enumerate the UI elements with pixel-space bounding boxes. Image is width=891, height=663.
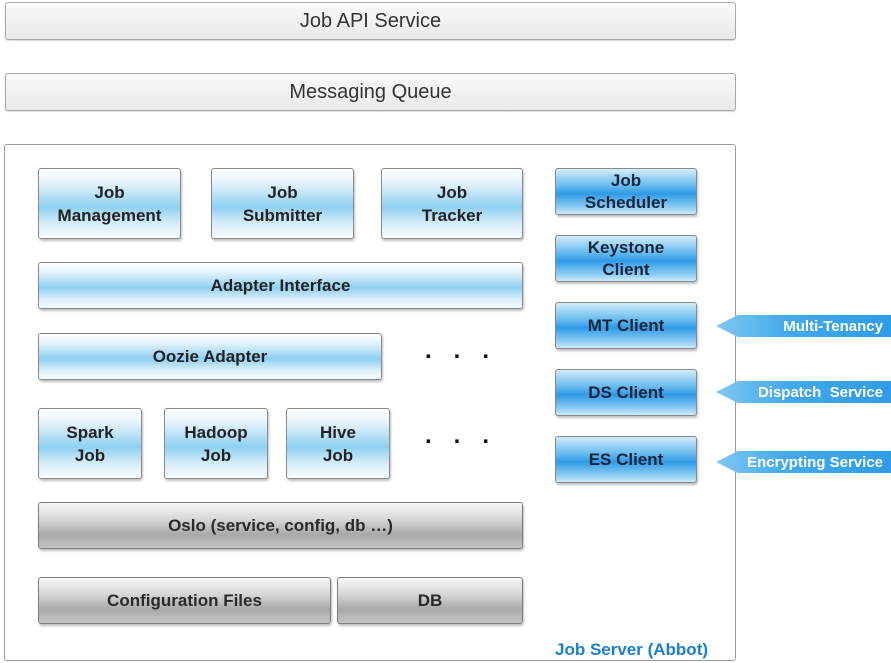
job-api-service-label: Job API Service (299, 9, 442, 32)
multi-tenancy-label: Multi-Tenancy (783, 317, 883, 335)
messaging-queue: Messaging Queue (5, 73, 736, 111)
hive-job: Hive Job (286, 408, 390, 479)
hive-job-label: Hive Job (320, 422, 356, 465)
dispatch-service-arrow: Dispatch Service (716, 381, 891, 403)
spark-job: Spark Job (38, 408, 142, 479)
configuration-files: Configuration Files (38, 577, 331, 624)
oozie-adapter: Oozie Adapter (38, 333, 382, 380)
oslo-label: Oslo (service, config, db …) (168, 515, 393, 535)
job-scheduler-label: Job Scheduler (584, 170, 668, 212)
job-management-label: Job Management (57, 182, 162, 225)
db-label: DB (417, 590, 443, 610)
ds-client-label: DS Client (588, 382, 664, 402)
hadoop-job-label: Hadoop Job (184, 422, 248, 465)
oozie-adapter-label: Oozie Adapter (152, 347, 268, 366)
encrypting-service-arrow: Encrypting Service (716, 451, 891, 473)
job-tracker: Job Tracker (381, 168, 523, 239)
db: DB (337, 577, 523, 624)
es-client: ES Client (555, 436, 697, 483)
job-server-label: Job Server (Abbot) (555, 640, 709, 659)
encrypting-service-label: Encrypting Service (747, 453, 883, 471)
hadoop-job: Hadoop Job (164, 408, 268, 479)
job-submitter-label: Job Submitter (242, 182, 323, 225)
adapter-interface-label: Adapter Interface (210, 276, 351, 295)
job-submitter: Job Submitter (211, 168, 354, 239)
mt-client-label: MT Client (587, 315, 665, 335)
dispatch-service-label: Dispatch Service (757, 383, 883, 401)
configuration-files-label: Configuration Files (107, 590, 262, 610)
keystone-client-label: Keystone Client (587, 237, 665, 279)
job-scheduler: Job Scheduler (555, 168, 697, 215)
oslo-layer: Oslo (service, config, db …) (38, 502, 523, 549)
job-management: Job Management (38, 168, 181, 239)
multi-tenancy-arrow: Multi-Tenancy (716, 315, 891, 337)
adapter-ellipsis: ... (425, 337, 512, 364)
mt-client: MT Client (555, 302, 697, 349)
jobs-ellipsis: ... (425, 422, 512, 449)
ds-client: DS Client (555, 369, 697, 416)
job-tracker-label: Job Tracker (421, 182, 483, 225)
es-client-label: ES Client (588, 449, 664, 469)
keystone-client: Keystone Client (555, 235, 697, 282)
messaging-queue-label: Messaging Queue (289, 80, 452, 103)
job-api-service: Job API Service (5, 2, 736, 40)
spark-job-label: Spark Job (66, 422, 114, 465)
adapter-interface: Adapter Interface (38, 262, 523, 309)
